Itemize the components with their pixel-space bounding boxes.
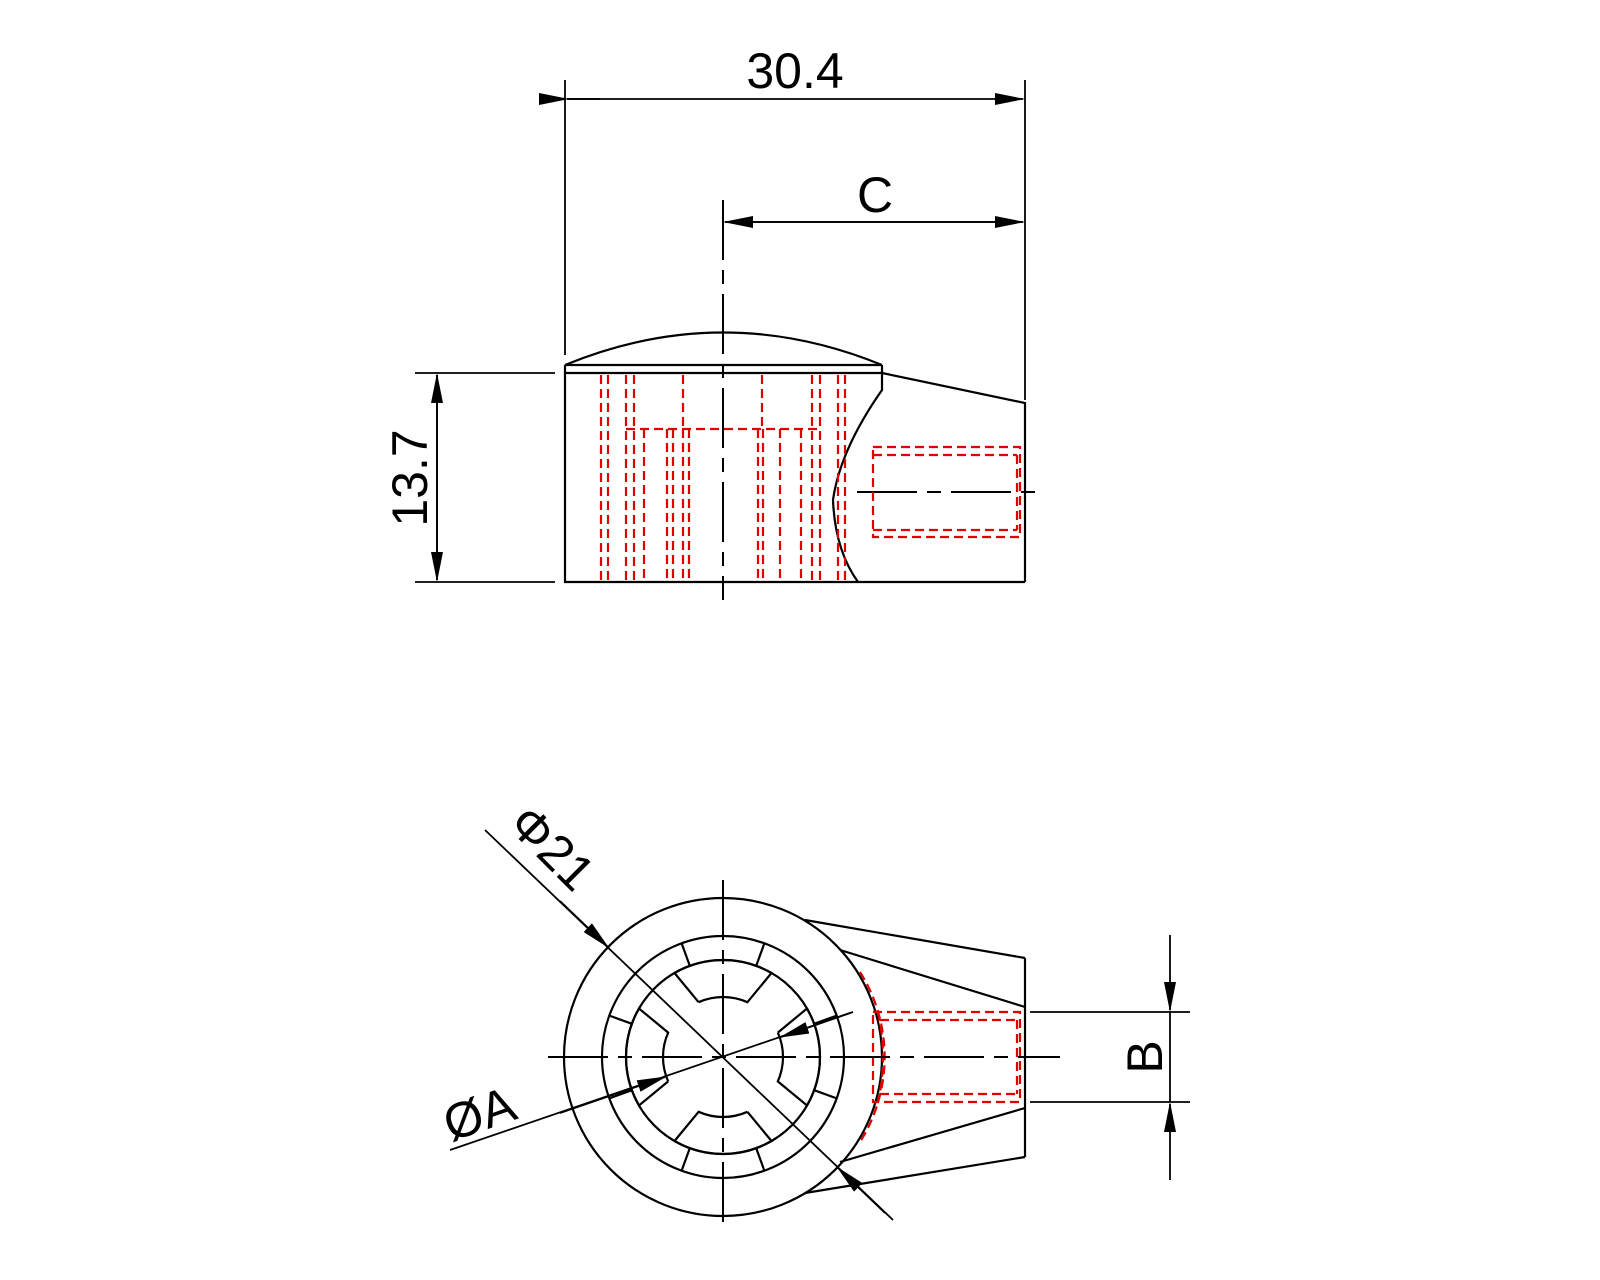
plan-view: Φ21 ØA B <box>436 794 1190 1230</box>
ring-tab-line <box>680 1147 691 1172</box>
ring-tab-line <box>813 1089 838 1100</box>
hidden-thread-hole <box>871 445 1022 539</box>
slot-segment <box>776 1006 822 1108</box>
body-outline <box>563 365 1025 584</box>
dimension-outer-diameter: Φ21 <box>498 794 605 901</box>
concave-profile <box>831 365 884 583</box>
slot-segment <box>672 1110 774 1156</box>
dimension-thread-size: B <box>1117 1040 1173 1073</box>
side-view: 30.4 C 13.7 <box>382 43 1040 600</box>
ring-tab-line <box>608 1014 633 1025</box>
slot-segment <box>672 958 774 1004</box>
ring-tab-line <box>755 942 766 967</box>
dimension-line-diameter <box>484 829 894 1221</box>
ring-tab-line <box>813 1014 838 1025</box>
ring-tab-line <box>755 1147 766 1172</box>
dimension-height: 13.7 <box>382 429 438 526</box>
ring-tab-line <box>608 1089 633 1100</box>
dimension-c: C <box>857 167 893 223</box>
dimension-bore-diameter: ØA <box>436 1075 523 1152</box>
hidden-slot-lines <box>599 375 847 580</box>
dimension-overall-length: 30.4 <box>746 43 843 99</box>
arm-outline <box>881 371 1027 582</box>
ring-tab-line <box>680 942 691 967</box>
